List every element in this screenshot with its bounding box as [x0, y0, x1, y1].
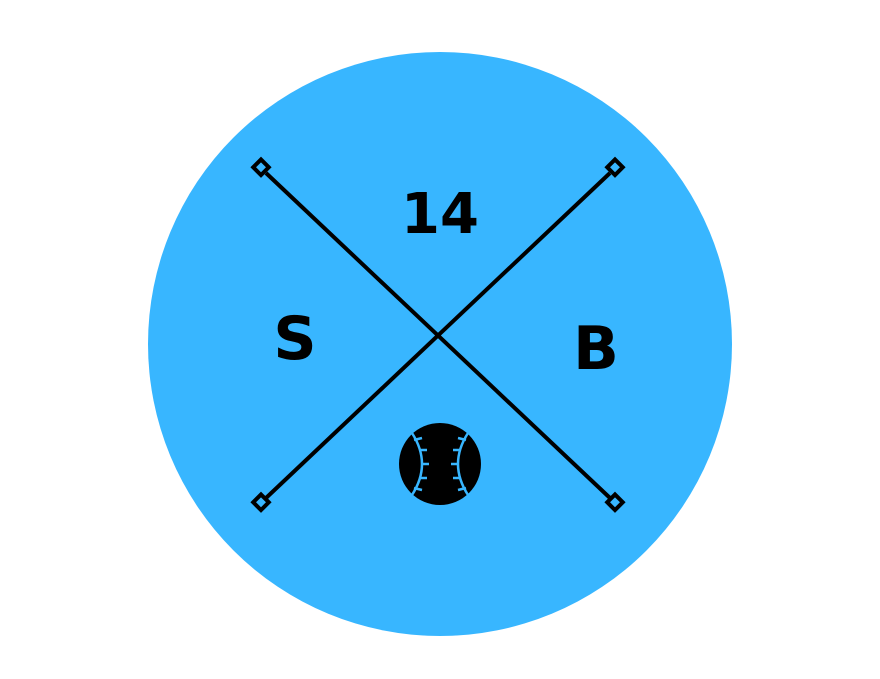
baseball-icon [399, 423, 481, 505]
badge-circle [148, 52, 732, 636]
right-initial: B [573, 314, 619, 384]
left-initial: S [273, 304, 316, 374]
crossed-bats-icon [250, 156, 626, 513]
jersey-number: 14 [401, 182, 479, 247]
